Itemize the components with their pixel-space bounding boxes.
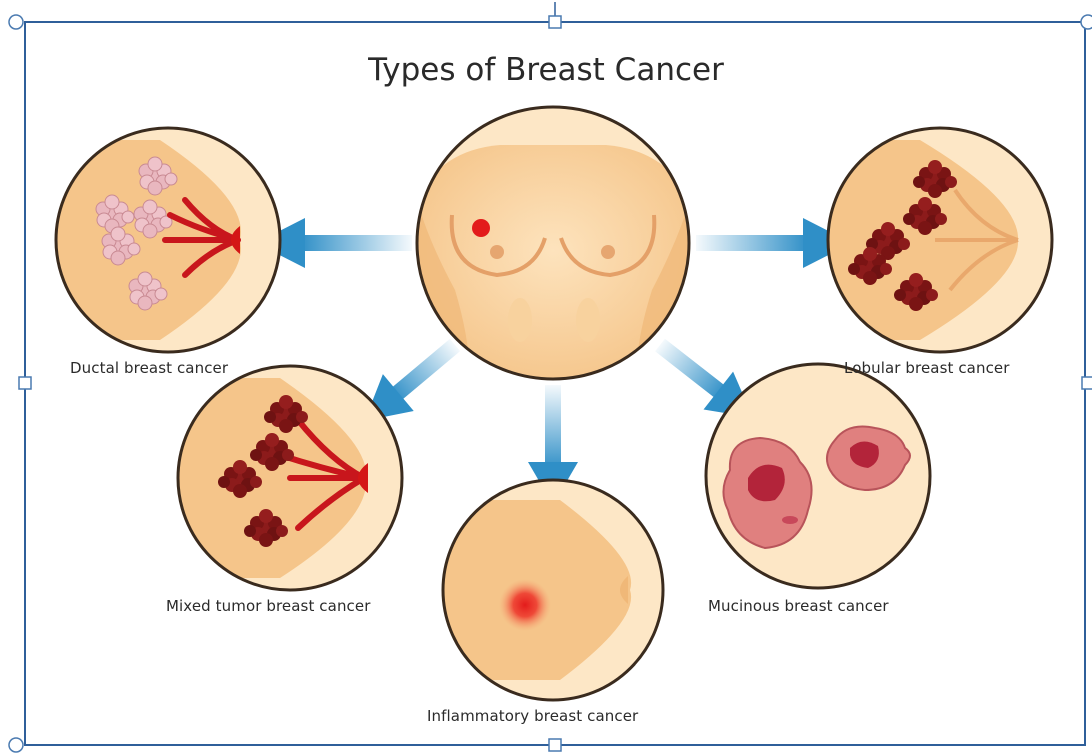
lobular-illustration <box>828 128 1052 352</box>
ductal-illustration <box>56 128 280 352</box>
torso-illustration <box>417 107 690 380</box>
mixed-illustration <box>178 366 402 590</box>
page-title: Types of Breast Cancer <box>0 52 1092 88</box>
inflammatory-illustration <box>443 480 663 700</box>
label-ductal: Ductal breast cancer <box>70 359 228 377</box>
mucinous-illustration <box>706 364 930 588</box>
label-lobular: Lobular breast cancer <box>844 359 1010 377</box>
label-inflammatory: Inflammatory breast cancer <box>427 707 638 725</box>
label-mucinous: Mucinous breast cancer <box>708 597 889 615</box>
label-mixed: Mixed tumor breast cancer <box>166 597 371 615</box>
